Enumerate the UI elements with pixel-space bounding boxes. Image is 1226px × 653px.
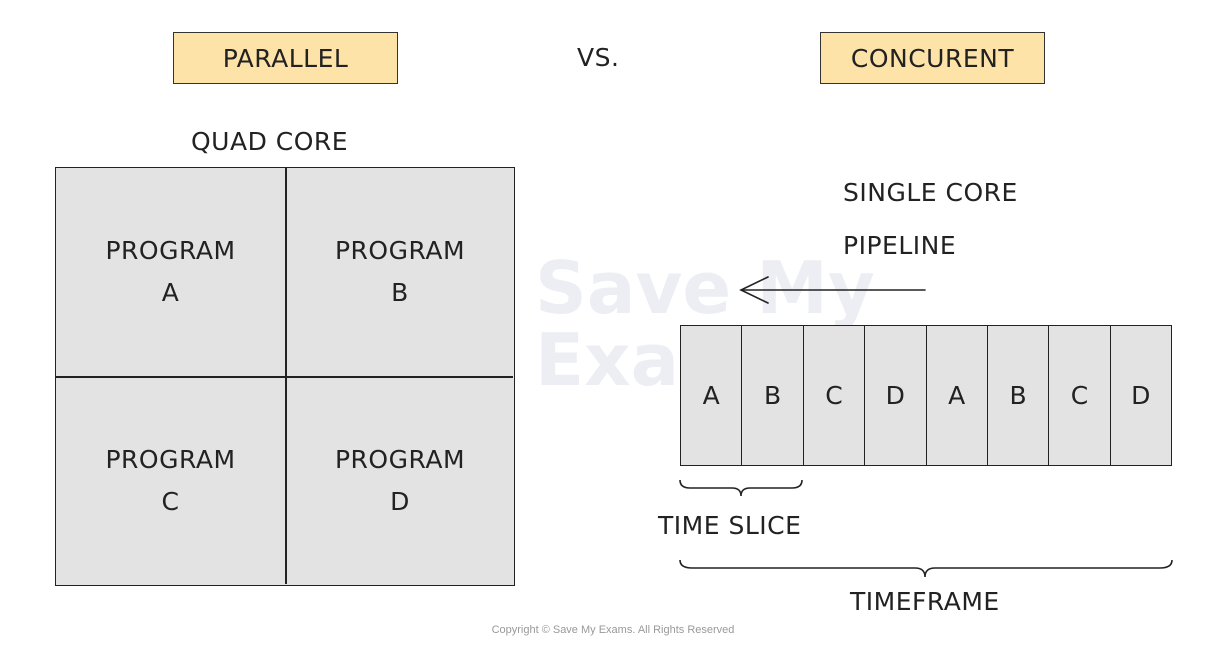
program-b-cell: PROGRAM B bbox=[287, 168, 513, 376]
quad-core-heading: QUAD CORE bbox=[191, 127, 349, 156]
pipeline-heading: PIPELINE bbox=[843, 231, 957, 260]
pipeline-slot: A bbox=[681, 326, 743, 465]
program-b-label: PROGRAM bbox=[334, 236, 466, 265]
pipeline-slot: A bbox=[927, 326, 988, 465]
left-arrow-icon bbox=[739, 276, 926, 304]
program-c-label: PROGRAM bbox=[105, 445, 236, 474]
pipeline-bar: A B C D A B C D bbox=[680, 325, 1172, 466]
program-c-cell: PROGRAM C bbox=[56, 378, 285, 584]
watermark-line1: Save My bbox=[535, 246, 875, 330]
program-a-letter: A bbox=[161, 278, 180, 307]
timeframe-label: TIMEFRAME bbox=[850, 587, 1000, 616]
grid-divider-horizontal bbox=[56, 376, 513, 378]
copyright-footer: Copyright © Save My Exams. All Rights Re… bbox=[491, 624, 735, 636]
pipeline-slot: B bbox=[742, 326, 804, 465]
program-a-label: PROGRAM bbox=[105, 236, 236, 265]
pipeline-slot: D bbox=[865, 326, 927, 465]
time-slice-brace bbox=[679, 479, 803, 497]
pipeline-slot: B bbox=[988, 326, 1050, 465]
timeframe-brace bbox=[679, 559, 1173, 578]
parallel-title: PARALLEL bbox=[173, 32, 398, 84]
program-d-label: PROGRAM bbox=[334, 445, 466, 474]
concurrent-title: CONCURENT bbox=[820, 32, 1045, 84]
quad-core-grid: PROGRAM A PROGRAM B PROGRAM C PROGRAM D bbox=[55, 167, 515, 586]
single-core-heading: SINGLE CORE bbox=[843, 178, 1018, 207]
time-slice-label: TIME SLICE bbox=[658, 511, 802, 540]
pipeline-slot: C bbox=[804, 326, 866, 465]
program-d-letter: D bbox=[390, 487, 410, 516]
program-c-letter: C bbox=[161, 487, 180, 516]
program-d-cell: PROGRAM D bbox=[287, 378, 513, 584]
program-b-letter: B bbox=[391, 278, 409, 307]
pipeline-slot: C bbox=[1049, 326, 1111, 465]
pipeline-slot: D bbox=[1131, 381, 1151, 410]
versus-label: VS. bbox=[577, 43, 620, 72]
program-a-cell: PROGRAM A bbox=[56, 168, 285, 376]
